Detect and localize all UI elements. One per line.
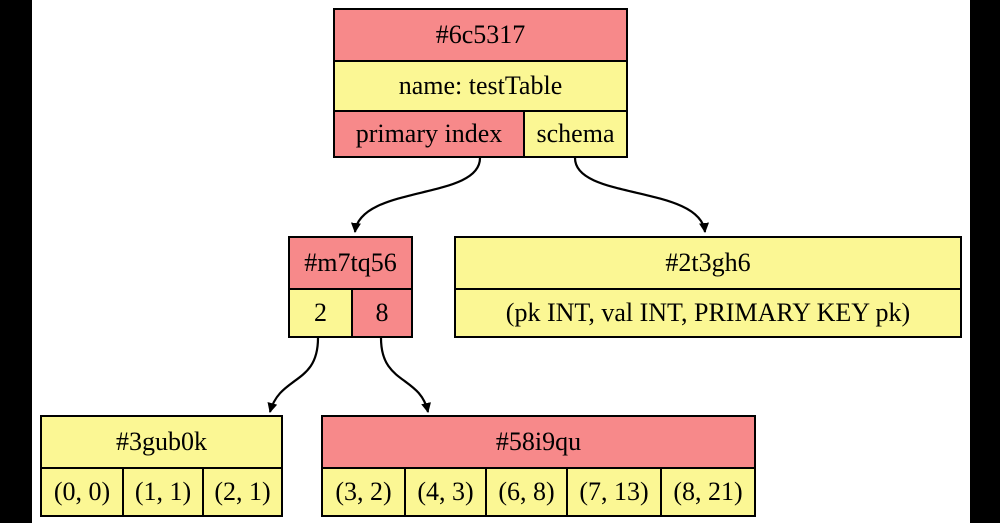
- schema-node-id-header: #2t3gh6: [456, 238, 960, 288]
- schema-definition-row: (pk INT, val INT, PRIMARY KEY pk): [456, 288, 960, 336]
- leaf-node-left: #3gub0k (0, 0) (1, 1) (2, 1): [40, 415, 283, 517]
- leaf-entry-cell: (6, 8): [485, 467, 566, 515]
- index-key-cell: 8: [351, 288, 411, 336]
- index-node: #m7tq56 2 8: [288, 236, 413, 338]
- leaf-entry-cell: (0, 0): [42, 467, 122, 515]
- root-node: #6c5317 name: testTable primary index sc…: [333, 8, 628, 158]
- leaf-entry-cell: (2, 1): [202, 467, 281, 515]
- leaf-node-right: #58i9qu (3, 2) (4, 3) (6, 8) (7, 13) (8,…: [321, 415, 756, 517]
- leaf-entry-cell: (7, 13): [566, 467, 660, 515]
- leaf-right-id-header: #58i9qu: [323, 417, 754, 467]
- leaf-left-id-header: #3gub0k: [42, 417, 281, 467]
- leaf-entry-cell: (3, 2): [323, 467, 404, 515]
- index-key-cell: 2: [290, 288, 351, 336]
- leaf-entry-cell: (8, 21): [660, 467, 754, 515]
- primary-index-port: primary index: [335, 110, 523, 156]
- schema-port: schema: [523, 110, 626, 156]
- root-name-row: name: testTable: [335, 60, 626, 110]
- leaf-entry-cell: (4, 3): [404, 467, 485, 515]
- root-id-header: #6c5317: [335, 10, 626, 60]
- leaf-entry-cell: (1, 1): [122, 467, 202, 515]
- index-node-id-header: #m7tq56: [290, 238, 411, 288]
- schema-node: #2t3gh6 (pk INT, val INT, PRIMARY KEY pk…: [454, 236, 962, 338]
